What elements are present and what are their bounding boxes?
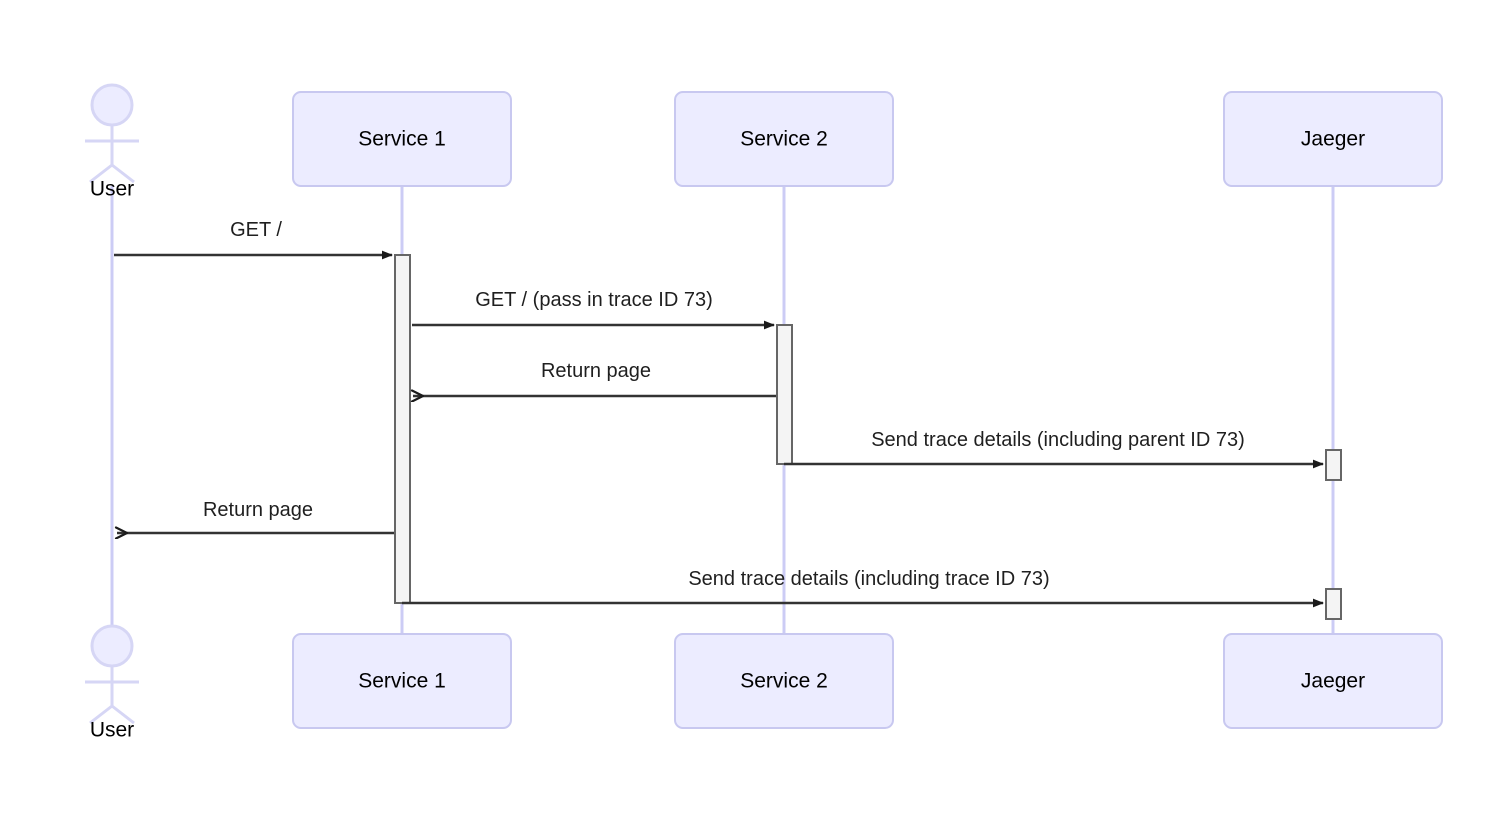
participant-label: Service 1: [358, 670, 446, 693]
message-label: Send trace details (including parent ID …: [871, 429, 1245, 451]
actor-label: User: [90, 178, 134, 201]
message-label: Send trace details (including trace ID 7…: [688, 568, 1049, 590]
participant-label: Jaeger: [1301, 670, 1365, 693]
actor-user-bottom[interactable]: User: [85, 624, 139, 742]
activation-service1: [394, 254, 411, 604]
activation-jaeger-1: [1325, 449, 1342, 481]
participant-jaeger-bottom[interactable]: Jaeger: [1223, 633, 1443, 729]
actor-head-icon: [90, 83, 134, 127]
participant-service2-top[interactable]: Service 2: [674, 91, 894, 187]
participant-jaeger-top[interactable]: Jaeger: [1223, 91, 1443, 187]
participant-service1-top[interactable]: Service 1: [292, 91, 512, 187]
actor-user-top[interactable]: User: [85, 83, 139, 201]
actor-leg-left-icon: [89, 704, 113, 725]
message-label: Return page: [203, 499, 313, 521]
actor-leg-right-icon: [111, 704, 135, 725]
message-5-return-page-user[interactable]: Return page: [117, 499, 394, 533]
participant-service2-bottom[interactable]: Service 2: [674, 633, 894, 729]
actor-label: User: [90, 719, 134, 742]
participant-label: Service 1: [358, 128, 446, 151]
actor-head-icon: [90, 624, 134, 668]
participant-service1-bottom[interactable]: Service 1: [292, 633, 512, 729]
message-label: Return page: [541, 360, 651, 382]
message-label: GET /: [230, 219, 282, 241]
participant-label: Jaeger: [1301, 128, 1365, 151]
message-3-return-page-service2[interactable]: Return page: [413, 360, 776, 396]
participant-box[interactable]: [1223, 91, 1443, 187]
participant-box[interactable]: [1223, 633, 1443, 729]
activation-jaeger-2-overlay: [1325, 588, 1342, 620]
participant-box[interactable]: [292, 91, 512, 187]
message-label: GET / (pass in trace ID 73): [475, 289, 713, 311]
activation-service2: [776, 324, 793, 465]
actor-leg-right-icon: [111, 163, 135, 184]
message-1-get-root[interactable]: GET /: [114, 219, 393, 260]
participant-label: Service 2: [740, 670, 828, 693]
actor-leg-left-icon: [89, 163, 113, 184]
message-2-get-trace-id[interactable]: GET / (pass in trace ID 73): [412, 289, 775, 330]
message-4-send-trace-parent[interactable]: Send trace details (including parent ID …: [784, 429, 1324, 469]
participant-box[interactable]: [674, 633, 894, 729]
participant-box[interactable]: [674, 91, 894, 187]
lifelines-group: [110, 186, 1335, 634]
participant-box[interactable]: [292, 633, 512, 729]
message-6-send-trace-id[interactable]: Send trace details (including trace ID 7…: [402, 568, 1324, 608]
participant-label: Service 2: [740, 128, 828, 151]
